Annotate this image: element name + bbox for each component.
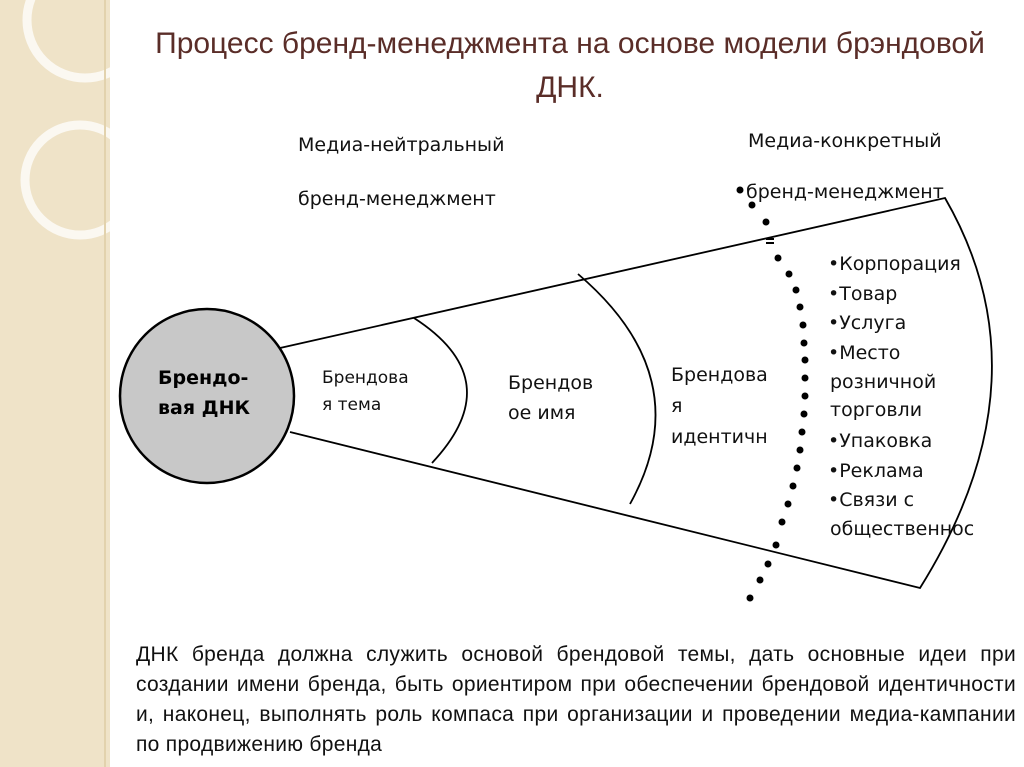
specific-header-line-2: бренд-менеджмент — [746, 181, 944, 203]
specific-header-line-1: Медиа-конкретный — [748, 130, 942, 152]
touchpoint-item: •Товар — [828, 283, 897, 305]
touchpoint-item: общественнос — [830, 518, 974, 540]
touchpoint-item: •Место — [828, 342, 900, 364]
name-zone-label-line-1: Брендов — [508, 372, 593, 394]
touchpoint-item: •Упаковка — [828, 430, 932, 452]
touchpoint-item: •Услуга — [828, 312, 906, 334]
neutral-header-line-2: бренд-менеджмент — [298, 188, 496, 210]
touchpoint-item: розничной — [830, 371, 936, 393]
neutral-header-line-1: Медиа-нейтральный — [298, 134, 504, 156]
touchpoints-list: •Корпорация •Товар •Услуга •Место рознич… — [828, 253, 974, 540]
name-zone-label-line-2: ое имя — [508, 402, 575, 424]
core-label-line-1: Брендо- — [158, 367, 248, 389]
media-separator-dots — [737, 187, 809, 602]
caption-paragraph: ДНК бренда должна служить основой брендо… — [136, 640, 1016, 760]
identity-zone-label-line-3: идентичн — [671, 426, 768, 448]
theme-zone-boundary — [414, 318, 467, 463]
touchpoint-item: торговли — [830, 399, 922, 421]
touchpoint-item: •Реклама — [828, 460, 924, 482]
identity-zone-label-line-1: Брендова — [671, 364, 768, 386]
theme-zone-label-line-1: Брендова — [322, 368, 409, 388]
touchpoint-item: •Связи с — [828, 489, 914, 511]
theme-zone-label-line-2: я тема — [322, 395, 381, 415]
touchpoint-item: •Корпорация — [828, 253, 961, 275]
brand-dna-core — [120, 309, 294, 483]
identity-zone-label-line-2: я — [671, 395, 682, 417]
core-label-line-2: вая ДНК — [158, 397, 250, 419]
